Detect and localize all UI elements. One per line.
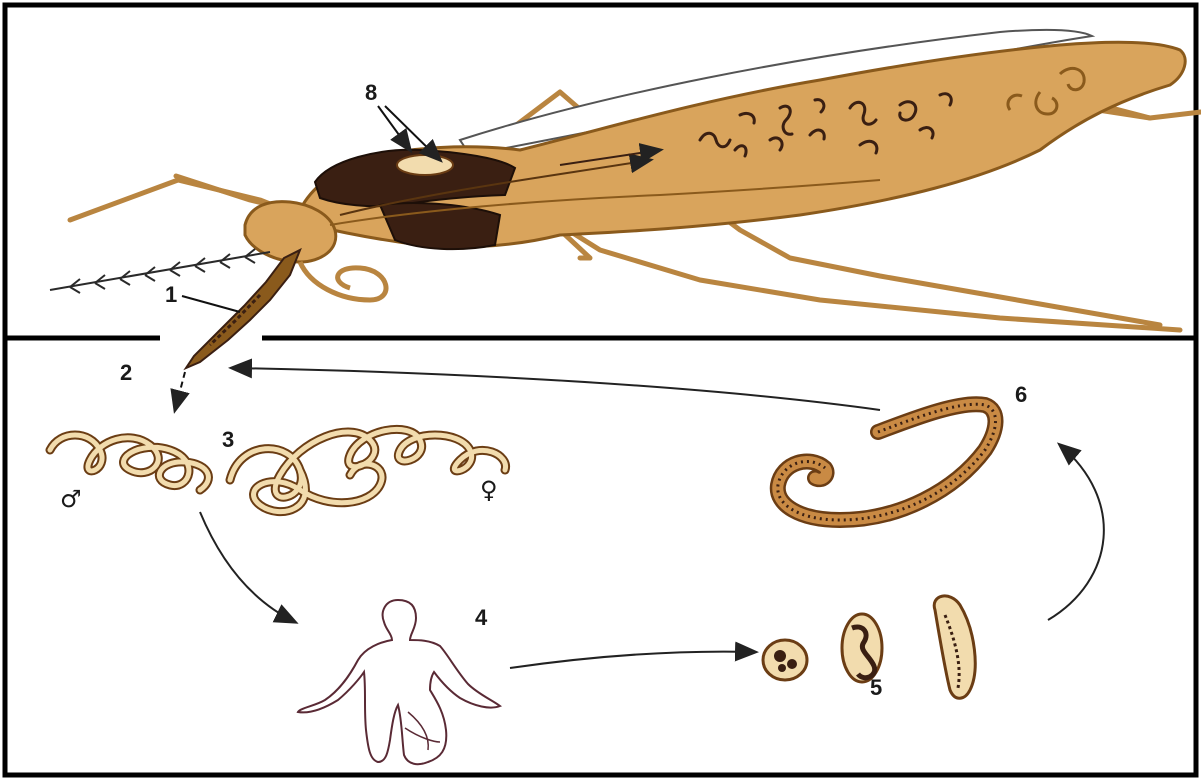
male-symbol: ♂ bbox=[60, 485, 82, 513]
label-2: 2 bbox=[120, 360, 132, 385]
label-4: 4 bbox=[475, 605, 488, 630]
adult-worms-illustration bbox=[50, 429, 506, 511]
label-3: 3 bbox=[222, 427, 234, 452]
antenna bbox=[50, 249, 270, 293]
mosquito-illustration bbox=[50, 30, 1201, 368]
proboscis bbox=[186, 250, 300, 368]
female-symbol: ♀ bbox=[480, 476, 498, 504]
label-8: 8 bbox=[365, 80, 377, 105]
label-1: 1 bbox=[165, 282, 177, 307]
label-6: 6 bbox=[1015, 382, 1027, 407]
microfilaria-illustration bbox=[778, 404, 996, 520]
label-5: 5 bbox=[870, 675, 882, 700]
human-figure-illustration bbox=[298, 600, 500, 764]
